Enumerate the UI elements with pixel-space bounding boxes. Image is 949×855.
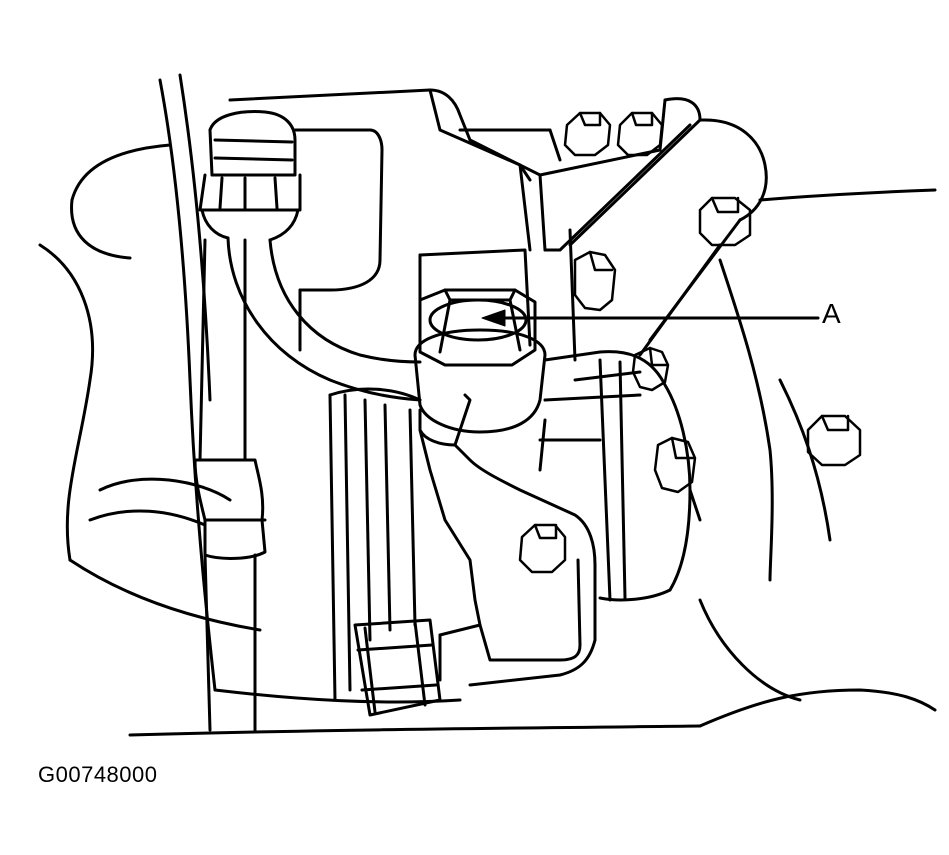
union-nut	[413, 288, 547, 434]
bolt-side-2	[631, 346, 670, 392]
lower-bracket	[418, 393, 597, 687]
pump-housing	[293, 128, 532, 702]
bolts	[518, 111, 862, 574]
callout-label: A	[822, 298, 841, 329]
upper-bracket	[228, 88, 768, 362]
callout-arrowhead	[481, 309, 506, 327]
bolt-loose	[806, 414, 862, 467]
bolt-right-upper	[698, 196, 752, 247]
figure-id: G00748000	[38, 762, 158, 787]
return-line	[193, 238, 267, 732]
pressure-hose	[226, 236, 422, 402]
callout-leader	[481, 309, 820, 327]
pump-body	[538, 350, 702, 602]
chassis-outline	[38, 73, 937, 737]
hose-clamp	[353, 618, 442, 717]
bolt-bracket	[518, 523, 567, 574]
bolt-top-2	[616, 111, 664, 157]
hose-fitting	[198, 110, 302, 242]
bolt-side-1	[573, 250, 617, 312]
bolt-pump	[653, 436, 697, 494]
bolt-top-1	[563, 111, 612, 157]
